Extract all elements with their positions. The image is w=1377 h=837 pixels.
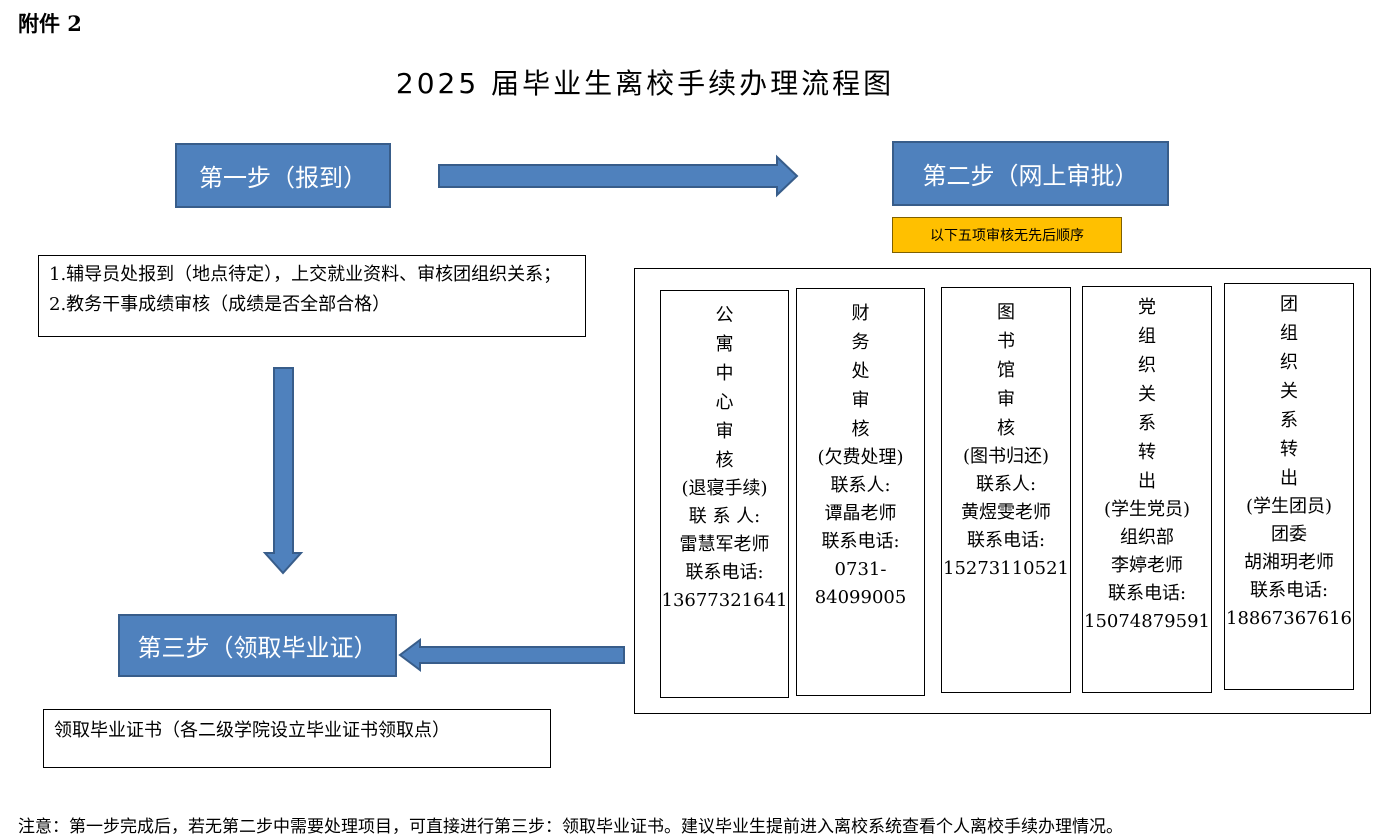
column-char: 核 bbox=[997, 418, 1015, 439]
column-line: 联系人: bbox=[830, 475, 891, 496]
column-char: 转 bbox=[1280, 439, 1298, 460]
column-line: 黄煜雯老师 bbox=[961, 502, 1051, 523]
review-column-league: 团 组 织 关 系 转 出 (学生团员) 团委 胡湘玥老师 联系电话: 1886… bbox=[1224, 283, 1354, 690]
footer-note: 注意：第一步完成后，若无第二步中需要处理项目，可直接进行第三步：领取毕业证书。建… bbox=[18, 817, 1123, 837]
column-line: 组织部 bbox=[1120, 527, 1174, 548]
column-char: 组 bbox=[1280, 323, 1298, 344]
column-line: 18867367616 bbox=[1226, 608, 1352, 629]
column-line: (图书归还) bbox=[962, 446, 1050, 467]
column-char: 织 bbox=[1138, 355, 1156, 376]
column-line: 联系人: bbox=[975, 474, 1037, 495]
column-char: 织 bbox=[1280, 352, 1298, 373]
column-line: 联系电话: bbox=[821, 531, 900, 552]
column-char: 审 bbox=[715, 421, 734, 442]
column-line: (学生团员) bbox=[1245, 496, 1333, 517]
step1-detail-1: 1.辅导员处报到（地点待定），上交就业资料、审核团组织关系； bbox=[49, 264, 562, 285]
column-line: 联系电话: bbox=[966, 530, 1046, 551]
column-char: 系 bbox=[1280, 410, 1298, 431]
column-char: 审 bbox=[997, 389, 1015, 410]
column-char: 中 bbox=[715, 363, 734, 384]
column-line: (退寝手续) bbox=[681, 478, 768, 499]
column-char: 心 bbox=[715, 392, 734, 413]
column-char: 务 bbox=[851, 332, 870, 353]
step3-box: 第三步（领取毕业证） bbox=[118, 614, 397, 677]
step1-detail-2: 2.教务干事成绩审核（成绩是否全部合格） bbox=[49, 294, 391, 315]
review-column-finance: 财 务 处 审 核 (欠费处理) 联系人: 谭晶老师 联系电话: 0731- 8… bbox=[796, 288, 925, 696]
column-line: 胡湘玥老师 bbox=[1244, 552, 1334, 573]
column-line: 联系电话: bbox=[1249, 580, 1329, 601]
order-note: 以下五项审核无先后顺序 bbox=[892, 217, 1122, 253]
step2-box: 第二步（网上审批） bbox=[892, 141, 1169, 206]
review-column-apartment: 公 寓 中 心 审 核 (退寝手续) 联 系 人: 雷慧军老师 联系电话: 13… bbox=[660, 290, 789, 698]
column-char: 团 bbox=[1280, 294, 1298, 315]
step1-box: 第一步（报到） bbox=[175, 143, 391, 208]
column-line: (学生党员) bbox=[1103, 499, 1191, 520]
column-line: 团委 bbox=[1271, 524, 1307, 545]
column-line: 联系电话: bbox=[1107, 583, 1187, 604]
column-char: 党 bbox=[1138, 297, 1156, 318]
column-line: 15074879591 bbox=[1084, 611, 1210, 632]
column-char: 组 bbox=[1138, 326, 1156, 347]
step1-details-box: 1.辅导员处报到（地点待定），上交就业资料、审核团组织关系； 2.教务干事成绩审… bbox=[38, 255, 586, 337]
column-char: 关 bbox=[1280, 381, 1298, 402]
column-char: 馆 bbox=[997, 360, 1015, 381]
column-line: (欠费处理) bbox=[817, 447, 904, 468]
column-char: 出 bbox=[1138, 471, 1156, 492]
review-column-party: 党 组 织 关 系 转 出 (学生党员) 组织部 李婷老师 联系电话: 1507… bbox=[1082, 286, 1212, 693]
review-column-library: 图 书 馆 审 核 (图书归还) 联系人: 黄煜雯老师 联系电话: 152731… bbox=[941, 287, 1071, 693]
column-char: 出 bbox=[1280, 468, 1298, 489]
column-line: 84099005 bbox=[814, 587, 907, 608]
step3-details-box: 领取毕业证书（各二级学院设立毕业证书领取点） bbox=[43, 709, 551, 768]
column-char: 系 bbox=[1138, 413, 1156, 434]
column-line: 联系电话: bbox=[685, 562, 764, 583]
column-line: 雷慧军老师 bbox=[679, 534, 770, 555]
column-char: 公 bbox=[715, 305, 734, 326]
column-line: 李婷老师 bbox=[1111, 555, 1183, 576]
column-char: 核 bbox=[715, 450, 734, 471]
column-char: 核 bbox=[851, 419, 870, 440]
column-char: 处 bbox=[851, 361, 870, 382]
column-char: 图 bbox=[997, 302, 1015, 323]
column-line: 0731- bbox=[834, 559, 887, 580]
page-title: 2025 届毕业生离校手续办理流程图 bbox=[395, 67, 895, 100]
column-char: 寓 bbox=[715, 334, 734, 355]
column-char: 书 bbox=[997, 331, 1015, 352]
column-char: 转 bbox=[1138, 442, 1156, 463]
column-char: 关 bbox=[1138, 384, 1156, 405]
column-line: 联 系 人: bbox=[688, 506, 761, 527]
column-char: 审 bbox=[851, 390, 870, 411]
column-line: 13677321641 bbox=[661, 590, 788, 611]
column-line: 15273110521 bbox=[943, 558, 1069, 579]
column-char: 财 bbox=[851, 303, 870, 324]
attachment-label: 附件 2 bbox=[18, 11, 82, 36]
column-line: 谭晶老师 bbox=[824, 503, 897, 524]
